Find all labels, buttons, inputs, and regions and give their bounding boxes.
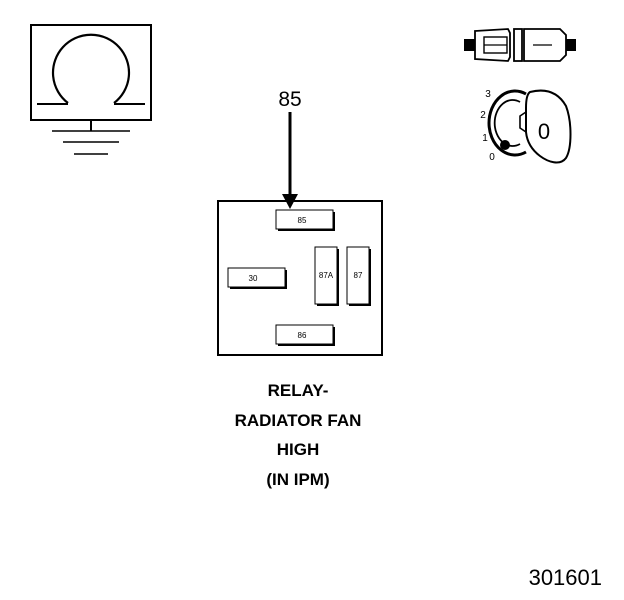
relay-pin-85: 85 [275, 209, 335, 231]
inline-connector-icon [464, 28, 576, 62]
relay-pin-87a: 87A [314, 246, 339, 306]
ground-connector-symbol-icon [30, 24, 152, 155]
relay-caption: RELAY- RADIATOR FAN HIGH (IN IPM) [188, 376, 408, 494]
ignition-position-0: 0 [489, 152, 495, 163]
caption-line-1: RELAY- [267, 381, 329, 400]
relay-pin-86-label: 86 [298, 331, 307, 340]
relay-pin-87: 87 [346, 246, 371, 306]
pin-callout-label: 85 [278, 88, 301, 111]
relay-pin-85-label: 85 [298, 216, 307, 225]
caption-line-4: (IN IPM) [266, 469, 330, 489]
caption-line-3: HIGH [276, 440, 320, 459]
relay-pin-87a-label: 87A [319, 271, 334, 280]
relay-pin-30-label: 30 [249, 274, 258, 283]
ignition-position-2: 2 [480, 110, 486, 121]
relay-pin-30: 30 [227, 267, 287, 289]
figure-number: 301601 [528, 565, 602, 590]
ignition-key-label: 0 [538, 119, 550, 144]
ignition-position-3: 3 [485, 89, 491, 100]
pin-callout-arrow [282, 112, 298, 209]
ignition-key-icon: 0 3 2 1 0 [480, 89, 572, 164]
relay-body [217, 200, 383, 356]
ignition-position-1: 1 [482, 133, 488, 144]
relay-pin-86: 86 [275, 324, 335, 346]
relay-pin-87-label: 87 [354, 271, 363, 280]
caption-line-2: RADIATOR FAN [234, 410, 362, 430]
